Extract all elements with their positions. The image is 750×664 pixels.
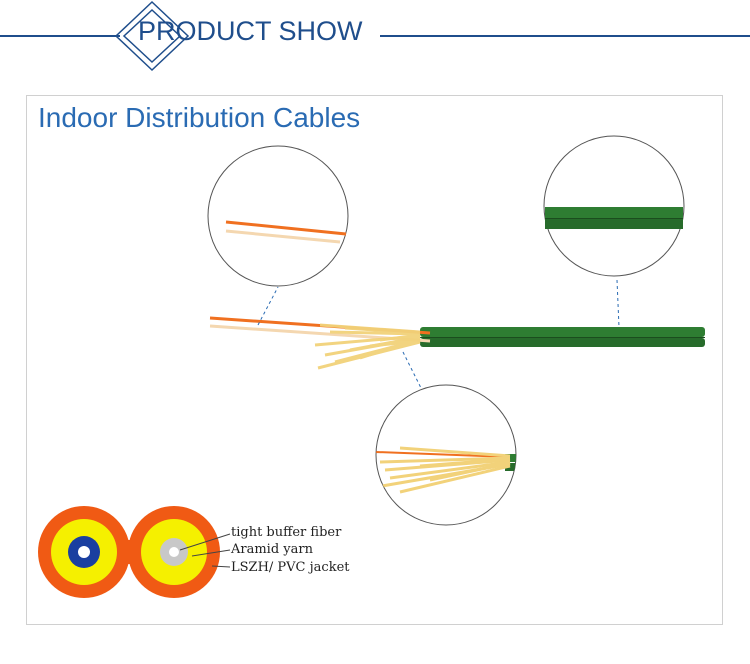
header-line-left (0, 35, 120, 37)
zoom-circle-aramid (375, 384, 517, 526)
legend-pointers (179, 533, 231, 568)
diamond-ornament-icon (112, 0, 192, 72)
header-line-right (380, 35, 750, 37)
zoom-circle-fibers (207, 145, 349, 287)
legend-label-tight-buffer: tight buffer fiber (231, 525, 342, 540)
legend-label-jacket: LSZH/ PVC jacket (231, 560, 350, 575)
leader-lines (257, 279, 620, 393)
legend-label-aramid-yarn: Aramid yarn (231, 542, 313, 557)
panel-title: Indoor Distribution Cables (38, 102, 361, 133)
product-panel (26, 95, 723, 625)
aramid-yarn (314, 323, 421, 370)
cable-cross-section (38, 506, 220, 598)
cable-jacket (420, 327, 705, 347)
zoom-circle-jacket (543, 135, 685, 277)
page-title: PRODUCT SHOW (138, 16, 363, 46)
